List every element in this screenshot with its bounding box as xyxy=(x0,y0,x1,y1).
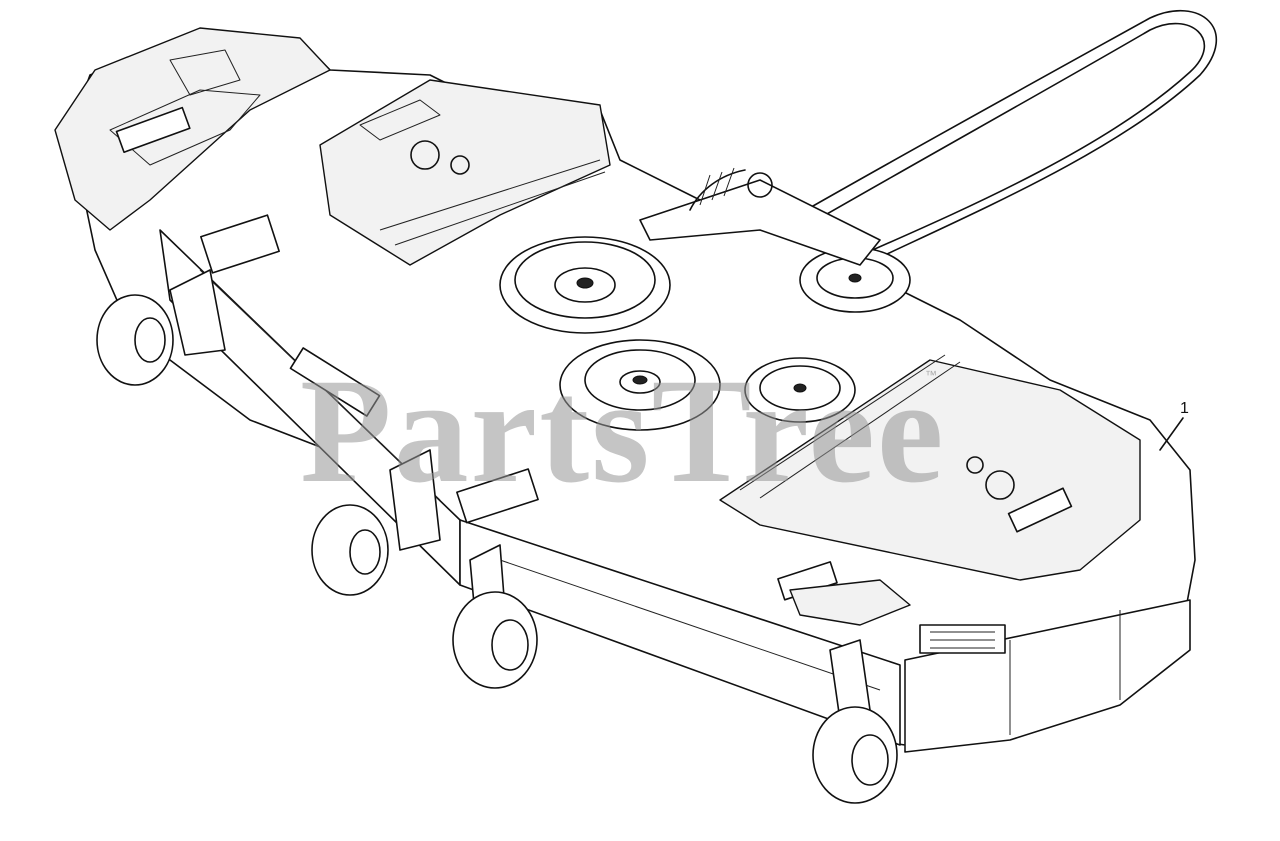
pulley-large xyxy=(499,236,671,334)
pulley-center xyxy=(559,339,721,431)
callout-label: 1 xyxy=(1180,400,1189,417)
pulley-right xyxy=(744,357,856,423)
idler-arm xyxy=(639,167,881,266)
caster-wheels xyxy=(96,269,898,804)
callout-leader-1 xyxy=(1159,417,1184,451)
safety-decals xyxy=(200,214,1006,654)
watermark-trademark: ™ xyxy=(925,368,937,382)
left-belt-cover xyxy=(319,79,611,266)
drive-belt xyxy=(649,9,1218,311)
right-belt-cover xyxy=(719,354,1141,581)
rear-housing xyxy=(54,27,331,231)
